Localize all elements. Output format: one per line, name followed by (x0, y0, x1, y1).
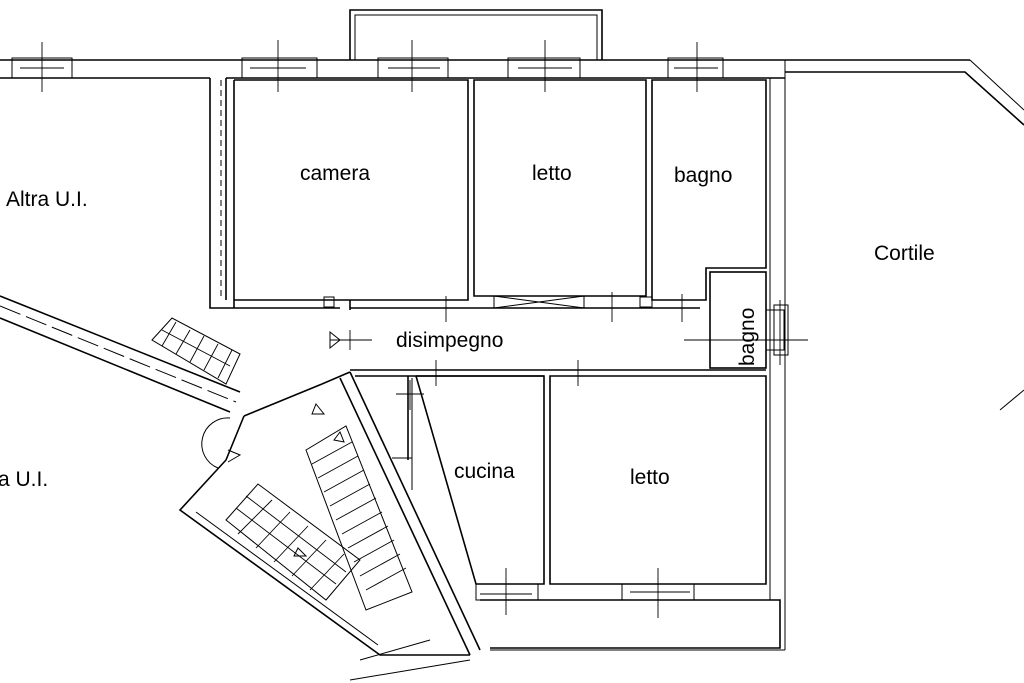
bagno-small-room (684, 271, 808, 369)
room-label-altra-ui-bottom: a U.I. (0, 468, 48, 491)
exterior-wall-top (0, 59, 1024, 650)
room-label-bagno-top: bagno (674, 164, 732, 187)
disimpegno-walls (329, 292, 766, 386)
room-label-bagno-small: bagno (736, 308, 759, 366)
cucina-room (396, 375, 545, 615)
top-balcony (349, 9, 603, 60)
room-label-letto-bottom: letto (630, 466, 670, 489)
camera-left-wall (209, 78, 340, 309)
letto-bottom-room (549, 375, 767, 618)
stairwell (178, 371, 481, 681)
bagno-top-room (639, 79, 767, 308)
room-label-letto-top: letto (532, 162, 572, 185)
letto-top-room (473, 79, 647, 309)
room-label-cortile: Cortile (874, 242, 935, 265)
top-windows (11, 40, 724, 92)
room-label-altra-ui-top: Altra U.I. (6, 188, 88, 211)
room-label-cucina: cucina (454, 460, 515, 483)
bottom-terrace (480, 599, 785, 651)
camera-room (233, 79, 469, 308)
room-label-camera: camera (300, 162, 370, 185)
outside-ramp (0, 295, 241, 413)
room-label-disimpegno: disimpegno (396, 329, 503, 352)
